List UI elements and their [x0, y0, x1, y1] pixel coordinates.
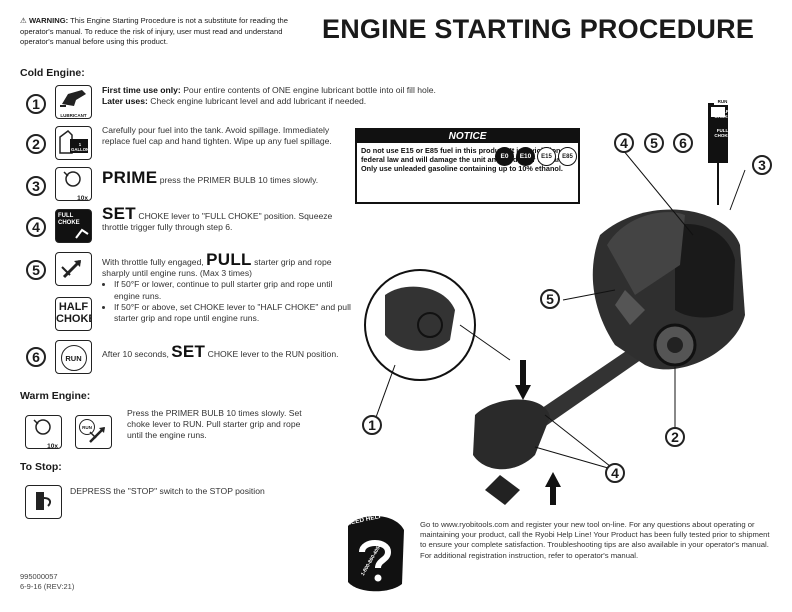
- notice-text: Do not use E15 or E85 fuel in this produ…: [361, 146, 570, 174]
- step-1-number: 1: [26, 94, 46, 114]
- warm-engine-heading: Warm Engine:: [20, 390, 91, 402]
- full-choke-icon: FULL CHOKE: [55, 209, 92, 243]
- diagram-callout-4: 4: [614, 133, 634, 153]
- step-4-desc: CHOKE lever to "FULL CHOKE" position. Sq…: [102, 211, 333, 233]
- step-5-number: 5: [26, 260, 46, 280]
- step-4-number: 4: [26, 217, 46, 237]
- fuel-badge-e85: E85: [558, 147, 577, 166]
- fuel-badge-e15: E15: [537, 147, 556, 166]
- diagram-callout-6: 6: [673, 133, 693, 153]
- primer-bulb-icon-label: 10x: [77, 195, 88, 201]
- step-2-text: Carefully pour fuel into the tank. Avoid…: [102, 125, 332, 147]
- step-1-later-label: Later uses:: [102, 96, 148, 107]
- fuel-badge-e0: E0: [495, 147, 514, 166]
- diagram-callout-5-lower: 5: [540, 289, 560, 309]
- warning-text: This Engine Starting Procedure is not a …: [20, 16, 288, 46]
- step-3-desc: press the PRIMER BULB 10 times slowly.: [159, 175, 319, 185]
- step-3-action: PRIME: [102, 168, 158, 187]
- document-number-id: 995000057: [20, 572, 58, 581]
- step-1-first-label: First time use only:: [102, 85, 181, 95]
- step-5-bullets: If 50°F or lower, continue to pull start…: [102, 279, 352, 324]
- need-help-badge: NEED HELP 1-800-860-4050: [340, 512, 410, 594]
- document-revision: 6-9-16 (REV:21): [20, 582, 75, 591]
- step-3-number: 3: [26, 176, 46, 196]
- step-6-action: SET: [171, 342, 206, 361]
- fuel-badges: E0 E10 E15 E85: [495, 147, 577, 166]
- step-4-action: SET: [102, 204, 136, 223]
- warning-block: ⚠ WARNING: This Engine Starting Procedur…: [20, 16, 305, 48]
- stop-switch-icon: [25, 485, 62, 519]
- half-choke-icon-label: HALF CHOKE: [56, 301, 92, 325]
- pull-starter-icon: [55, 252, 92, 286]
- diagram-callout-2: 2: [665, 427, 685, 447]
- warm-primer-icon-label: 10x: [47, 443, 58, 449]
- fuel-notice: NOTICE Do not use E15 or E85 fuel in thi…: [355, 128, 580, 204]
- diagram-callout-1: 1: [362, 415, 382, 435]
- step-1-later-text: Check engine lubricant level and add lub…: [150, 96, 367, 107]
- warm-run-icon: RUN: [75, 415, 112, 449]
- choke-tag-full: FULL CHOKE: [714, 127, 731, 139]
- step-5-action: PULL: [206, 250, 252, 269]
- step-5-text: With throttle fully engaged, PULL starte…: [102, 251, 352, 324]
- primer-bulb-icon: 10x: [55, 167, 92, 201]
- page-title: ENGINE STARTING PROCEDURE: [322, 14, 755, 44]
- to-stop-heading: To Stop:: [20, 461, 62, 473]
- step-6-number: 6: [26, 347, 46, 367]
- diagram-callout-4-lower: 4: [605, 463, 625, 483]
- step-5-bullet: If 50°F or lower, continue to pull start…: [114, 279, 352, 301]
- step-6-text-before: After 10 seconds,: [102, 349, 169, 359]
- run-icon-label: RUN: [60, 345, 87, 371]
- help-text: Go to www.ryobitools.com and register yo…: [420, 520, 770, 560]
- warm-run-icon-label: RUN: [79, 419, 95, 435]
- step-6-text: After 10 seconds, SET CHOKE lever to the…: [102, 343, 342, 360]
- document-number: 995000057 6-9-16 (REV:21): [20, 572, 74, 592]
- step-1-text: First time use only: Pour entire content…: [102, 85, 542, 107]
- diagram-callout-3: 3: [752, 155, 772, 175]
- trimmer-diagram: [345, 95, 785, 515]
- step-2-number: 2: [26, 134, 46, 154]
- choke-tag-half: HALF CHOKE: [714, 108, 731, 120]
- step-1-first-text: Pour entire contents of ONE engine lubri…: [183, 85, 436, 95]
- fuel-badge-e10: E10: [516, 147, 535, 166]
- step-6-text-after: CHOKE lever to the RUN position.: [207, 349, 339, 359]
- choke-tag: RUN HALF CHOKE FULL CHOKE: [710, 99, 735, 139]
- notice-heading: NOTICE: [357, 130, 578, 143]
- run-icon: RUN: [55, 340, 92, 374]
- cold-engine-heading: Cold Engine:: [20, 67, 85, 79]
- half-choke-icon: HALF CHOKE: [55, 297, 92, 331]
- lubricant-icon: LUBRICANT: [55, 85, 92, 119]
- full-choke-icon-label: FULL CHOKE: [58, 213, 80, 226]
- step-5-text-before: With throttle fully engaged,: [102, 257, 204, 267]
- lubricant-icon-label: LUBRICANT: [60, 113, 87, 118]
- diagram-callout-5: 5: [644, 133, 664, 153]
- warm-primer-icon: 10x: [25, 415, 62, 449]
- gas-can-icon-label: 1 GALLON GAS: [71, 142, 90, 157]
- step-3-text: PRIME press the PRIMER BULB 10 times slo…: [102, 169, 342, 186]
- warning-label: WARNING:: [28, 16, 69, 25]
- warm-engine-text: Press the PRIMER BULB 10 times slowly. S…: [127, 408, 302, 441]
- step-5-text-after: starter grip and rope sharply until engi…: [102, 257, 332, 279]
- gas-can-icon: 1 GALLON GAS: [55, 126, 92, 160]
- warning-icon: ⚠: [20, 16, 27, 25]
- step-4-text: SET CHOKE lever to "FULL CHOKE" position…: [102, 205, 342, 233]
- step-5-bullet: If 50°F or above, set CHOKE lever to "HA…: [114, 302, 352, 324]
- choke-tag-run: RUN: [714, 99, 731, 105]
- to-stop-text: DEPRESS the "STOP" switch to the STOP po…: [70, 486, 265, 496]
